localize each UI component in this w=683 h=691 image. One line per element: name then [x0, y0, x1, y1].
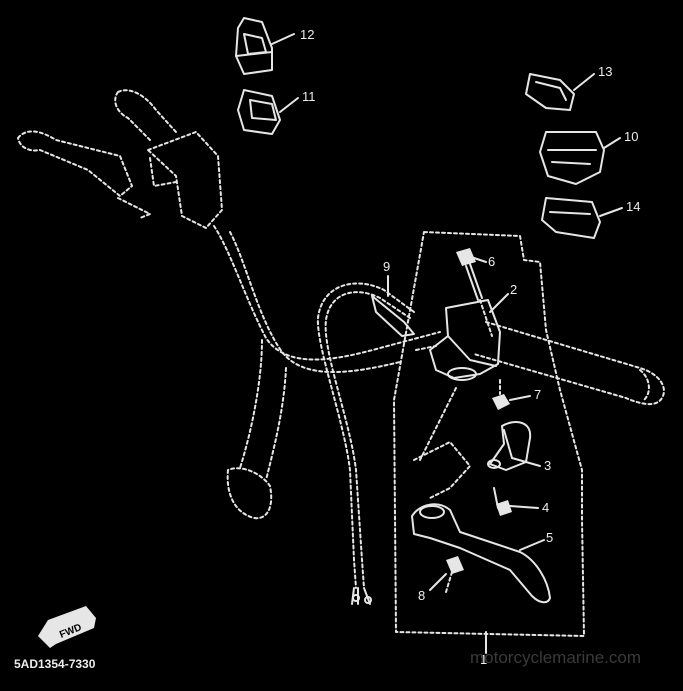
- callout-10: 10: [624, 129, 638, 144]
- switch-part-14: [541, 197, 601, 239]
- callout-8: 8: [418, 588, 425, 603]
- callout-4: 4: [542, 500, 549, 515]
- callout-12: 12: [300, 27, 314, 42]
- leader-lines: [271, 33, 623, 651]
- callout-6: 6: [488, 254, 495, 269]
- callout-7: 7: [534, 387, 541, 402]
- switch-part-11: [237, 89, 281, 135]
- switch-part-10: [539, 131, 605, 185]
- callout-1: 1: [480, 652, 487, 667]
- fwd-arrow-icon: FWD: [38, 606, 96, 648]
- switch-part-12: [235, 17, 273, 75]
- watermark: motorcyclemarine.com: [470, 648, 641, 667]
- cable-part-9: [316, 282, 415, 605]
- nut-part-7: [492, 379, 510, 410]
- diagram-code: 5AD1354-7330: [14, 657, 96, 671]
- callout-13: 13: [598, 64, 612, 79]
- callout-9: 9: [383, 259, 390, 274]
- bolt-part-6: [456, 248, 493, 337]
- bolt-part-8: [445, 556, 464, 593]
- callout-5: 5: [546, 530, 553, 545]
- callout-14: 14: [626, 199, 640, 214]
- lever-part-5: [411, 387, 551, 604]
- callout-labels: 12 11 13 10 14 9 6 2 7 3 4 5 8 1: [300, 27, 640, 667]
- handlebar: [17, 89, 665, 520]
- callout-3: 3: [544, 458, 551, 473]
- switch-part-13: [525, 73, 575, 111]
- callout-2: 2: [510, 282, 517, 297]
- bracket-part-2: [415, 299, 501, 381]
- clip-part-3: [487, 421, 532, 471]
- screw-part-4: [493, 487, 512, 516]
- callout-11: 11: [302, 89, 316, 104]
